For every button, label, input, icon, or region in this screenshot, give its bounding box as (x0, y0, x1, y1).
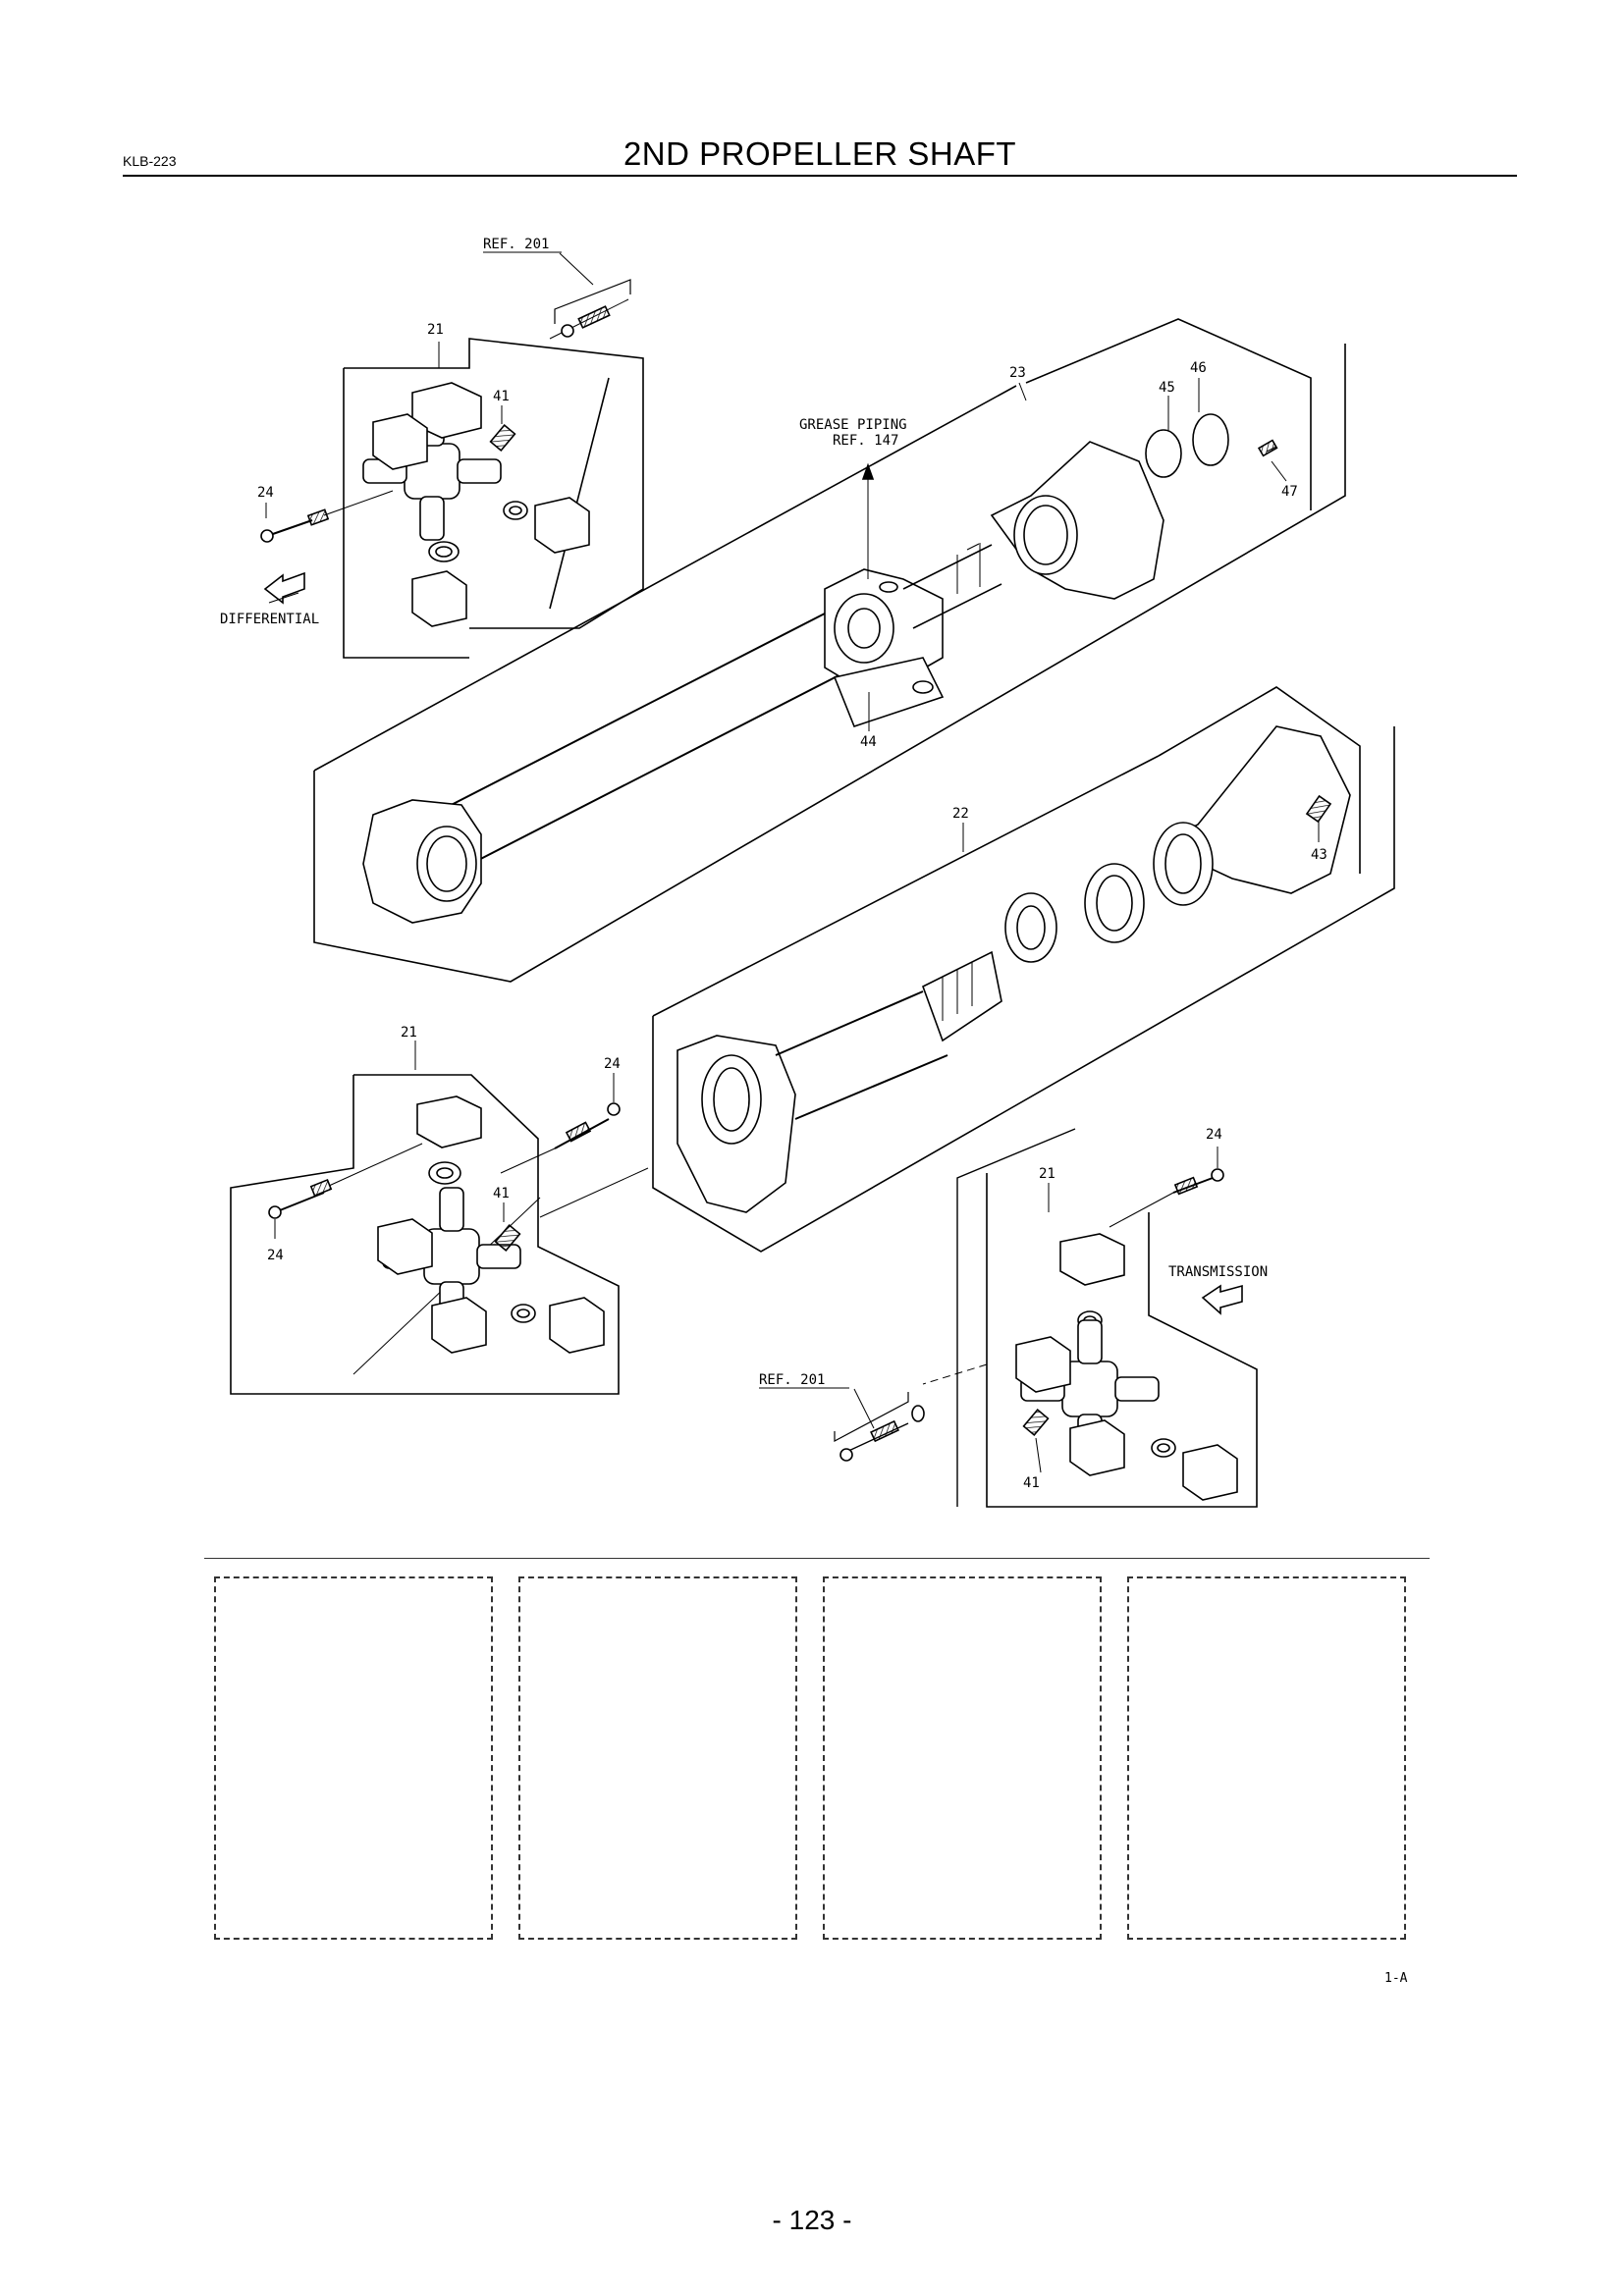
plate-46 (1192, 413, 1229, 466)
bearing-cap (372, 413, 428, 470)
boot-ring (1004, 892, 1057, 963)
ref201-top-label: REF. 201 (483, 237, 549, 252)
part-label-21-b: 21 (401, 1025, 417, 1041)
group-frame (986, 1173, 1258, 1508)
part-label-47: 47 (1281, 484, 1298, 500)
part-label-22: 22 (952, 806, 969, 822)
diagram-labels: REF. 201 21 41 24 DIFFERENTIAL GREASE PI… (220, 237, 1327, 1491)
washer-45 (1145, 429, 1182, 478)
bearing-cap (411, 570, 467, 627)
group-frame (343, 368, 469, 659)
ref201-bottom-label: REF. 201 (759, 1372, 825, 1388)
differential-label: DIFFERENTIAL (220, 612, 319, 627)
part-label-24-b: 24 (604, 1056, 621, 1072)
part-label-23: 23 (1009, 365, 1026, 381)
shaft-23-assembly (313, 318, 1346, 983)
seal-ring (503, 501, 528, 520)
part-label-24-d: 24 (1206, 1127, 1222, 1143)
notes-box-2 (518, 1576, 797, 1940)
header-rule (123, 175, 1517, 177)
flange-yoke (362, 799, 482, 924)
center-bearing (824, 568, 945, 727)
part-label-45: 45 (1159, 380, 1175, 396)
group-frame (230, 1074, 620, 1395)
page-header: KLB-223 2ND PROPELLER SHAFT (123, 126, 1517, 177)
part-label-21-c: 21 (1039, 1166, 1056, 1182)
group-frame (652, 726, 1395, 1253)
seal-ring (428, 541, 460, 562)
part-label-46: 46 (1190, 360, 1207, 376)
transmission-label: TRANSMISSION (1168, 1264, 1268, 1280)
part-label-44: 44 (860, 734, 877, 750)
part-label-24-a: 24 (257, 485, 274, 501)
part-label-21-a: 21 (427, 322, 444, 338)
bearing-cap (534, 497, 590, 554)
part-label-43: 43 (1311, 847, 1327, 863)
ujoint-group-bottom-left (230, 1041, 649, 1395)
grease-nipple (489, 423, 516, 453)
ujoint-group-top-left (260, 252, 644, 659)
part-label-41-a: 41 (493, 389, 510, 404)
ujoint-group-bottom-right (834, 1128, 1258, 1508)
group-frame (313, 344, 1346, 983)
seal (1084, 863, 1145, 943)
shaft-22-assembly (652, 686, 1395, 1253)
figure-reference: 1-A (1384, 1971, 1408, 1986)
notes-box-1 (214, 1576, 493, 1940)
section-separator (204, 1558, 1430, 1559)
part-label-41-b: 41 (493, 1186, 510, 1201)
document-code: KLB-223 (123, 153, 177, 169)
grease-piping-label-line1: GREASE PIPING (799, 417, 907, 433)
page-title: 2ND PROPELLER SHAFT (623, 135, 1017, 172)
page-number: - 123 - (772, 2205, 852, 2235)
part-label-41-c: 41 (1023, 1475, 1040, 1491)
notes-box-3 (823, 1576, 1102, 1940)
grease-piping-label-line2: REF. 147 (833, 433, 898, 449)
bolt-47 (1257, 439, 1278, 457)
notes-box-4 (1127, 1576, 1406, 1940)
grease-nipple-43 (1305, 794, 1332, 824)
part-label-24-c: 24 (267, 1248, 284, 1263)
